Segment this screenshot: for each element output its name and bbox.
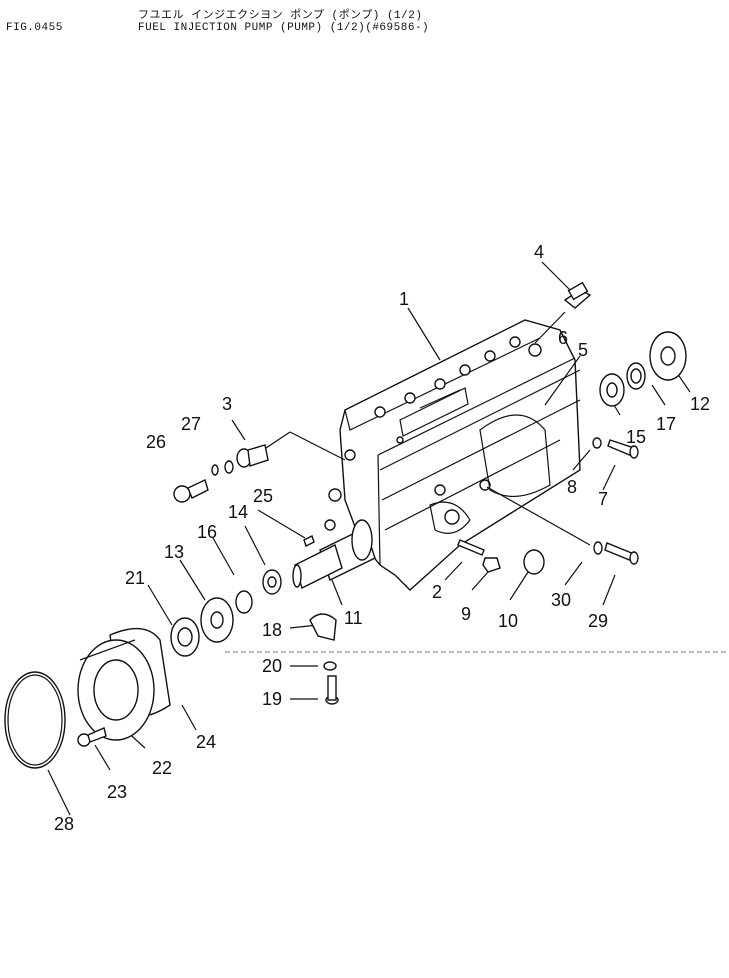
callout-1: 1 bbox=[399, 289, 409, 309]
callout-21: 21 bbox=[125, 568, 145, 588]
callout-14: 14 bbox=[228, 502, 248, 522]
callout-7: 7 bbox=[598, 489, 608, 509]
callout-23: 23 bbox=[107, 782, 127, 802]
leader-lines bbox=[47, 261, 691, 816]
callout-25: 25 bbox=[253, 486, 273, 506]
title-japanese: フユエル インジエクシヨン ポンプ (ポンプ) (1/2) bbox=[138, 10, 423, 22]
callout-13: 13 bbox=[164, 542, 184, 562]
callout-17: 17 bbox=[656, 414, 676, 434]
callout-12: 12 bbox=[690, 394, 710, 414]
callout-2: 2 bbox=[432, 582, 442, 602]
callout-28: 28 bbox=[54, 814, 74, 834]
callout-4: 4 bbox=[534, 242, 544, 262]
callout-24: 24 bbox=[196, 732, 216, 752]
hardware-parts bbox=[4, 281, 687, 769]
callout-30: 30 bbox=[551, 590, 571, 610]
figure-number: FIG.0455 bbox=[6, 22, 63, 34]
callout-8: 8 bbox=[567, 477, 577, 497]
callout-9: 9 bbox=[461, 604, 471, 624]
pump-body bbox=[292, 319, 581, 591]
callout-5: 5 bbox=[578, 340, 588, 360]
callout-16: 16 bbox=[197, 522, 217, 542]
callout-15: 15 bbox=[626, 427, 646, 447]
callout-22: 22 bbox=[152, 758, 172, 778]
callout-6: 6 bbox=[558, 328, 568, 348]
callout-27: 27 bbox=[181, 414, 201, 434]
callout-26: 26 bbox=[146, 432, 166, 452]
callout-20: 20 bbox=[262, 656, 282, 676]
callout-numbers: 1 2 3 4 5 6 7 8 9 10 11 12 13 14 15 16 1… bbox=[54, 242, 710, 834]
callout-11: 11 bbox=[344, 608, 363, 628]
callout-3: 3 bbox=[222, 394, 232, 414]
callout-19: 19 bbox=[262, 689, 282, 709]
callout-18: 18 bbox=[262, 620, 282, 640]
title-english: FUEL INJECTION PUMP (PUMP) (1/2)(#69586-… bbox=[138, 22, 430, 34]
callout-29: 29 bbox=[588, 611, 608, 631]
callout-10: 10 bbox=[498, 611, 518, 631]
